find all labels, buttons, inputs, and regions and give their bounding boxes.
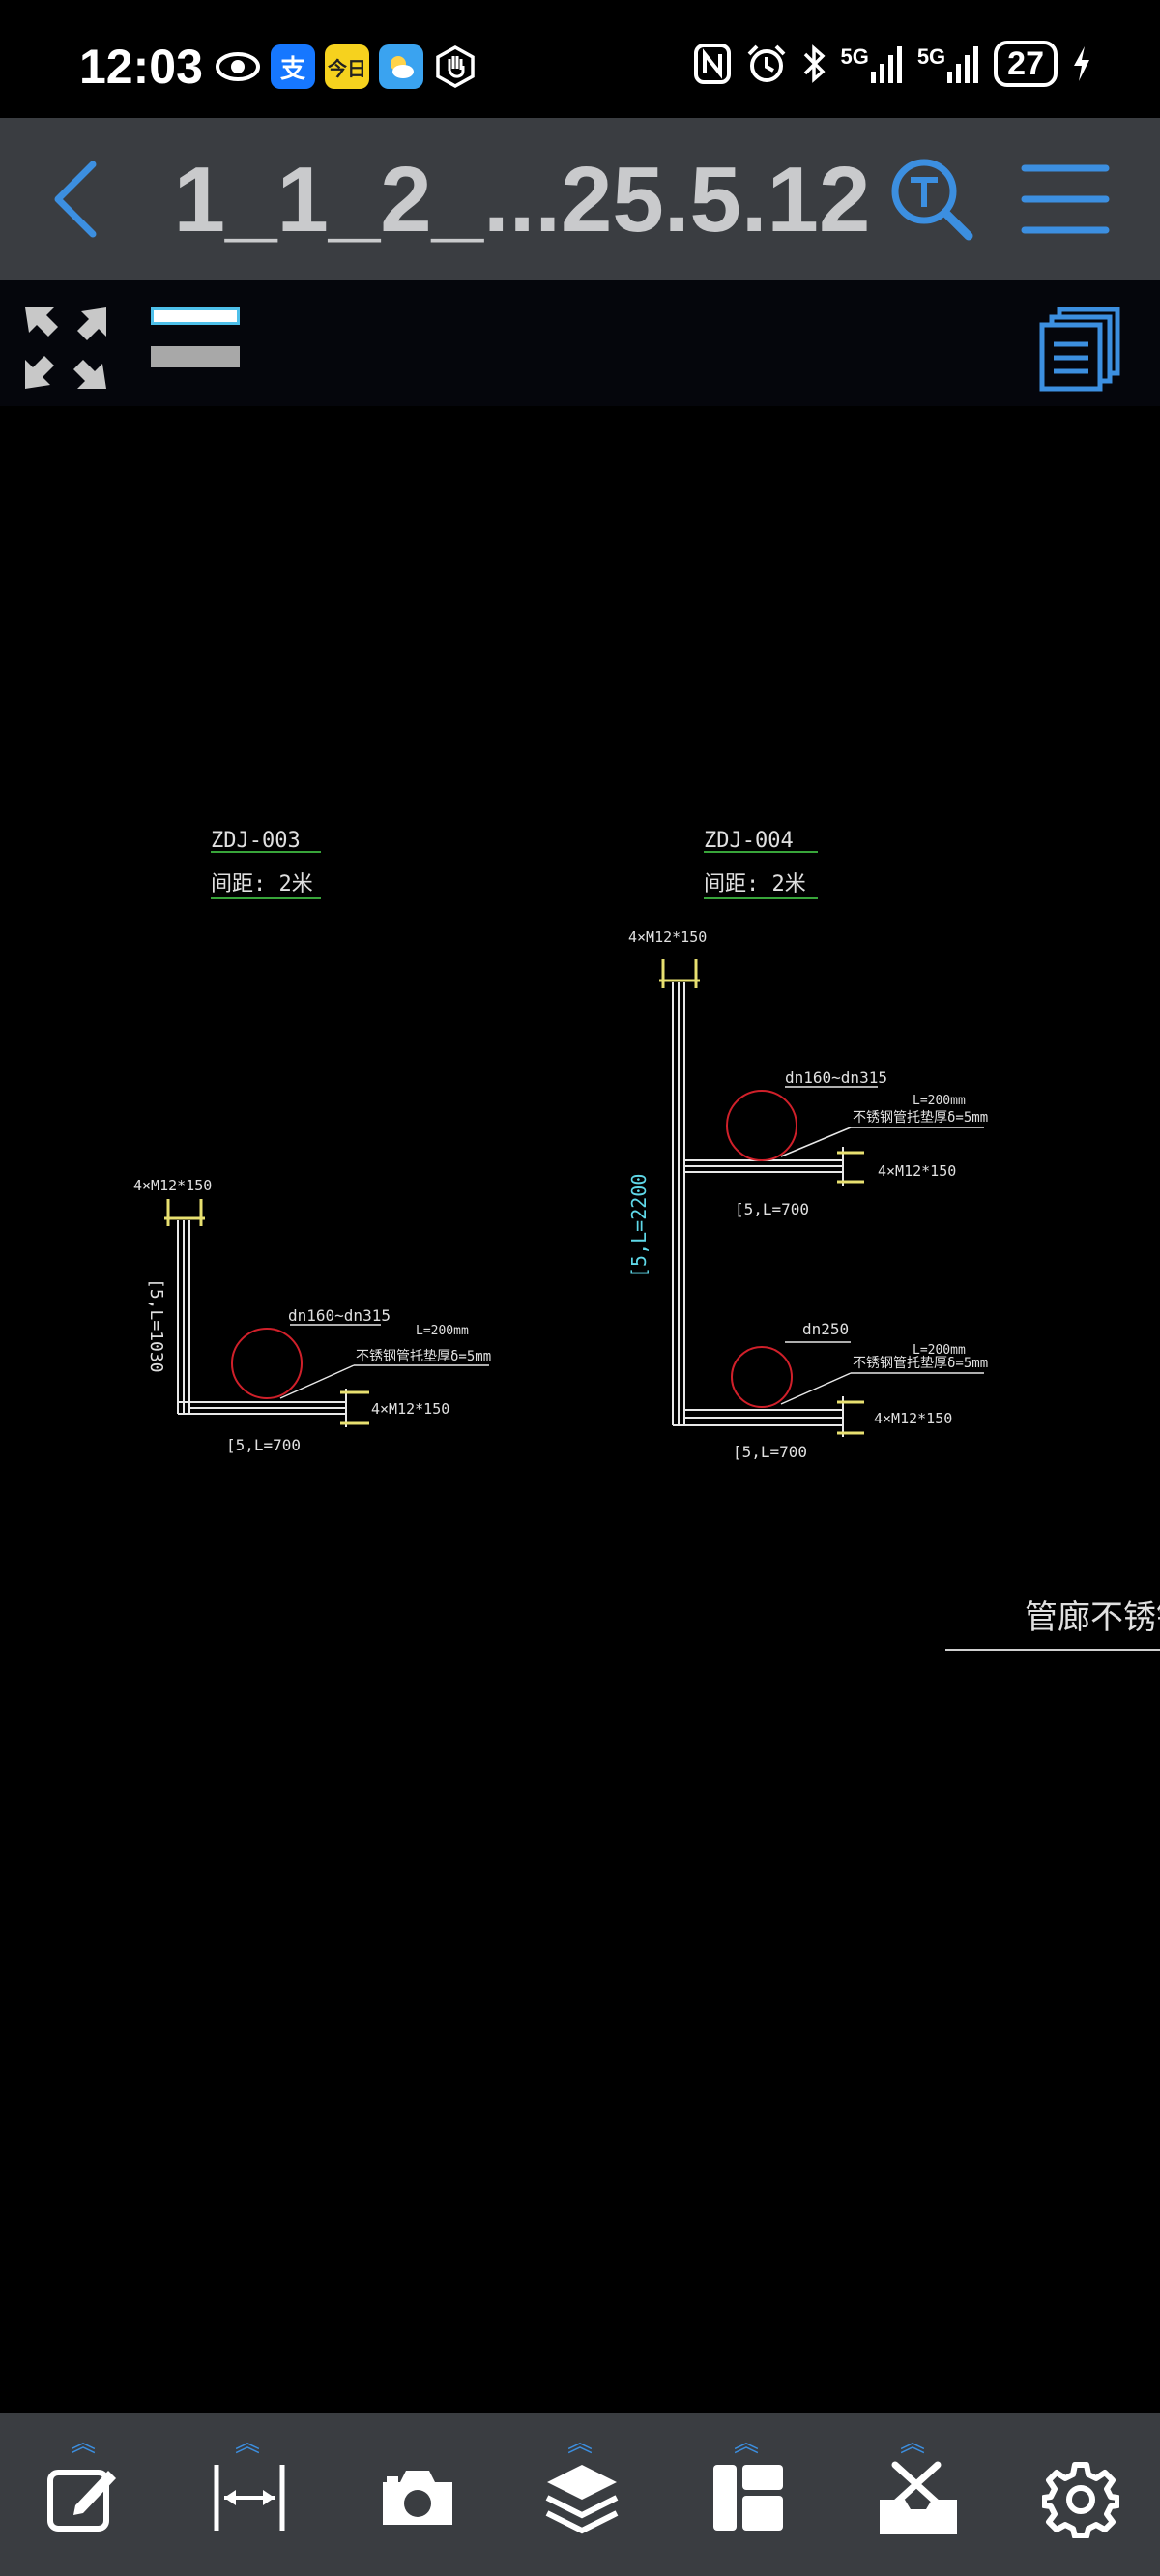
alarm-icon (748, 44, 786, 82)
left-length: L=200mm (416, 1324, 469, 1338)
measure-icon (214, 2465, 285, 2531)
weather-icon (379, 44, 423, 89)
tool-measure[interactable]: ︽ (189, 2413, 305, 2576)
chevron-up-icon: ︽ (234, 2429, 260, 2458)
layers-icon (545, 2465, 619, 2534)
left-horizontal-member (178, 1389, 347, 1427)
system-status-icons: 5G 5G 27 (693, 41, 1092, 87)
bluetooth-icon (804, 44, 826, 83)
right-lower-length: L=200mm (913, 1343, 966, 1358)
header-toolbar: 1_1_2_...25.5.12 (0, 118, 1160, 280)
expand-view-icon[interactable] (21, 304, 110, 393)
right-upper-bolts (837, 1151, 864, 1184)
documents-icon[interactable] (1038, 306, 1121, 393)
chevron-up-icon: ︽ (70, 2429, 96, 2458)
left-code: ZDJ-003 (211, 829, 301, 853)
tool-camera[interactable]: ︽ (356, 2413, 472, 2576)
right-lower-horizontal-label: [5,L=700 (733, 1443, 807, 1461)
bottom-toolbar: ︽ ︽ ︽ ︽ ︽ ︽ ︽ (0, 2413, 1160, 2576)
chevron-up-icon: ︽ (899, 2429, 925, 2458)
camera-icon (383, 2471, 452, 2525)
left-pipe-label: dn160~dn315 (288, 1306, 391, 1325)
alipay-icon: 支 (271, 44, 315, 89)
left-pad: 不锈钢管托垫厚δ=5mm (356, 1349, 491, 1364)
right-upper-pipe-circle (726, 1090, 798, 1161)
battery-indicator: 27 (994, 41, 1058, 87)
left-side-bolts (340, 1390, 369, 1425)
left-vertical-member (177, 1220, 190, 1414)
status-bar: 12:03 支 今日 5G 5G 27 (0, 0, 1160, 118)
right-upper-pipe-label: dn160~dn315 (785, 1068, 887, 1087)
tool-annotate[interactable]: ︽ (25, 2413, 141, 2576)
right-upper-arm (684, 1147, 844, 1186)
right-lower-bolts (837, 1400, 864, 1435)
document-title: 1_1_2_...25.5.12 (173, 148, 871, 251)
signal-bars-icon (870, 46, 902, 83)
left-anchor-top: 4×M12*150 (133, 1177, 212, 1194)
right-code: ZDJ-004 (704, 829, 794, 853)
signal-1: 5G (840, 44, 903, 83)
drawing-canvas[interactable]: ZDJ-003 间距: 2米 4×M12*150 [5,L=1030 (0, 406, 1160, 2413)
chevron-up-icon: ︽ (566, 2429, 593, 2458)
tool-settings[interactable]: ︽ (1021, 2413, 1137, 2576)
line-style-selector[interactable] (151, 307, 240, 375)
right-upper-pad-leader (780, 1127, 852, 1157)
eye-icon (216, 52, 260, 81)
hand-icon (436, 44, 475, 89)
layout-icon (713, 2465, 783, 2531)
tool-toolbox[interactable]: ︽ (855, 2413, 971, 2576)
menu-icon[interactable] (1021, 161, 1110, 238)
back-icon[interactable] (46, 157, 104, 242)
right-vertical-label: [5,L=2200 (627, 1174, 651, 1278)
left-pipe-circle (231, 1328, 303, 1399)
status-time: 12:03 (79, 40, 203, 94)
edit-icon (47, 2470, 116, 2532)
right-vertical-member (672, 982, 685, 1425)
right-lower-pad: 不锈钢管托垫厚δ=5mm (853, 1356, 988, 1371)
left-pad-leader (279, 1364, 355, 1399)
view-toolbar (0, 280, 1160, 406)
gear-icon (1042, 2462, 1119, 2538)
left-vertical-label: [5,L=1030 (146, 1278, 166, 1373)
right-lower-pad-leader (780, 1372, 852, 1405)
right-anchor-top: 4×M12*150 (628, 928, 707, 946)
text-search-icon[interactable] (887, 155, 976, 244)
right-upper-length: L=200mm (913, 1094, 966, 1108)
charging-icon (1074, 46, 1089, 81)
toolbox-icon (880, 2461, 957, 2534)
right-lower-pipe-circle (731, 1346, 793, 1408)
news-app-icon: 今日 (325, 44, 369, 89)
left-anchor-side: 4×M12*150 (371, 1400, 450, 1418)
chevron-up-icon: ︽ (733, 2429, 759, 2458)
right-upper-pad: 不锈钢管托垫厚δ=5mm (853, 1110, 988, 1126)
left-spacing: 间距: 2米 (211, 872, 313, 896)
notification-icons: 支 今日 (215, 44, 478, 89)
drawing-caption: 管廊不锈钢吊 (1025, 1598, 1160, 1637)
right-lower-pipe-label: dn250 (802, 1320, 849, 1338)
tool-layout[interactable]: ︽ (688, 2413, 804, 2576)
right-top-bolts (659, 959, 700, 988)
signal-bars-icon (947, 46, 979, 83)
right-upper-anchor: 4×M12*150 (878, 1162, 956, 1180)
right-lower-anchor: 4×M12*150 (874, 1410, 952, 1427)
left-support-block: ZDJ-003 间距: 2米 4×M12*150 [5,L=1030 (133, 829, 491, 1454)
right-support-block: ZDJ-004 间距: 2米 4×M12*150 [5,L=2200 (627, 829, 988, 1461)
line-style-gray (151, 346, 240, 367)
signal-2: 5G (917, 44, 980, 83)
tool-layers[interactable]: ︽ (522, 2413, 638, 2576)
right-upper-horizontal-label: [5,L=700 (735, 1200, 809, 1218)
left-horizontal-label: [5,L=700 (226, 1436, 301, 1454)
left-top-bolts (164, 1199, 205, 1226)
cad-drawing[interactable]: ZDJ-003 间距: 2米 4×M12*150 [5,L=1030 (0, 406, 1160, 2413)
line-style-active (151, 307, 240, 325)
right-lower-arm (673, 1396, 844, 1437)
nfc-icon (694, 44, 732, 84)
right-spacing: 间距: 2米 (704, 872, 806, 896)
